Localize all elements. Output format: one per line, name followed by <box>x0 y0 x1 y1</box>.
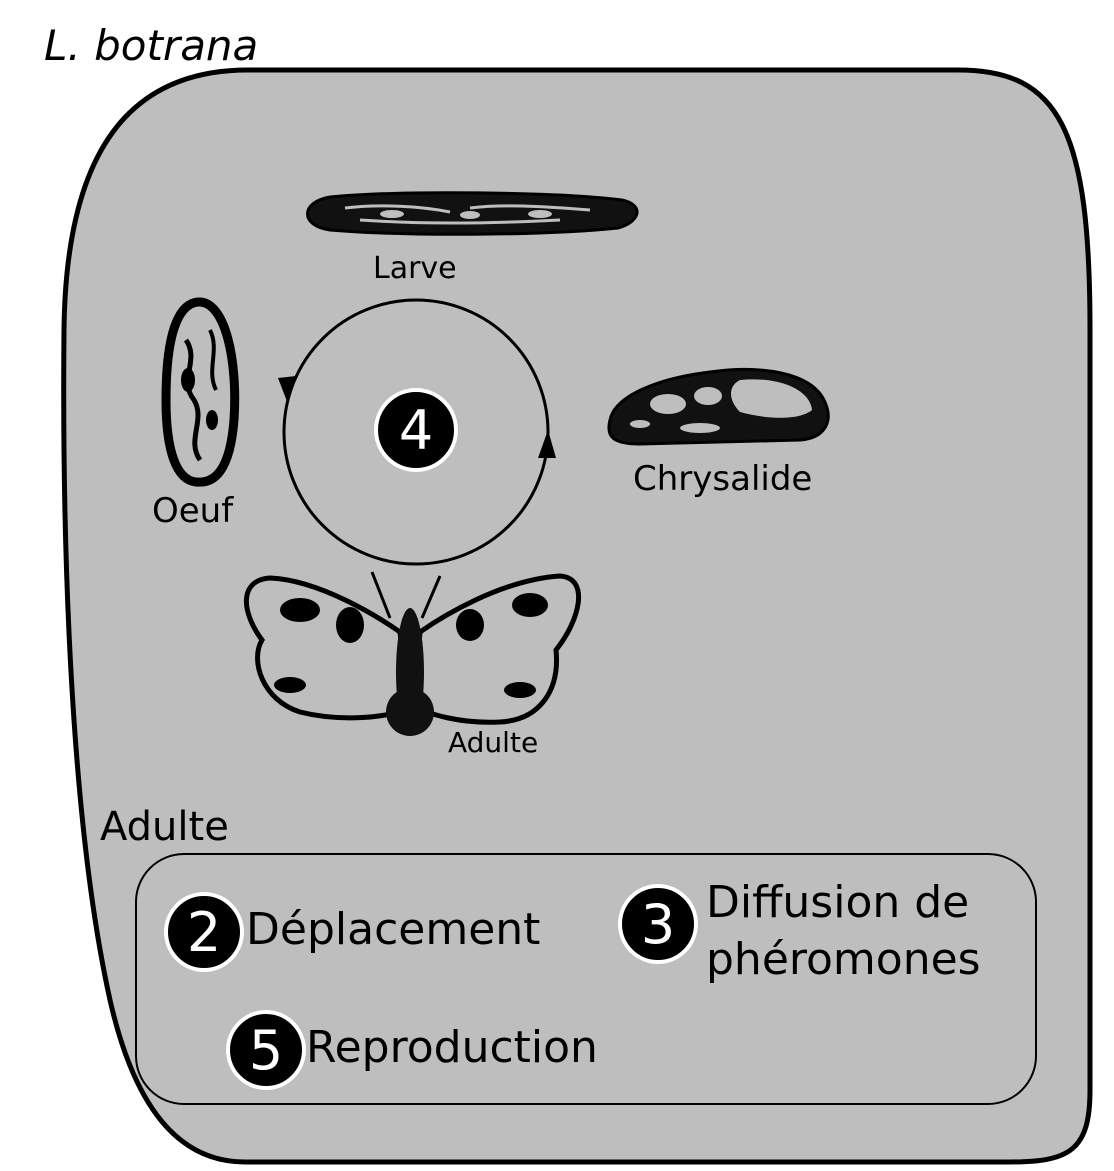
displacement-label: Déplacement <box>246 904 540 955</box>
badge-2-number: 2 <box>187 901 221 964</box>
pheromone-label-line2: phéromones <box>706 934 981 985</box>
badge-4-number: 4 <box>399 399 433 462</box>
badge-5-number: 5 <box>249 1019 283 1082</box>
larva-illustration <box>308 193 638 235</box>
pupa-label: Chrysalide <box>633 459 812 499</box>
badge-3-number: 3 <box>641 893 675 956</box>
diagram-title: L. botrana <box>44 21 258 70</box>
egg-label: Oeuf <box>152 491 234 531</box>
larva-label: Larve <box>373 251 457 286</box>
reproduction-label: Reproduction <box>306 1022 598 1073</box>
egg-illustration <box>166 302 235 482</box>
adult-section-heading: Adulte <box>100 804 229 850</box>
badge-4: 4 <box>376 390 456 470</box>
moth-label: Adulte <box>448 726 538 759</box>
pheromone-label-line1: Diffusion de <box>706 877 969 928</box>
